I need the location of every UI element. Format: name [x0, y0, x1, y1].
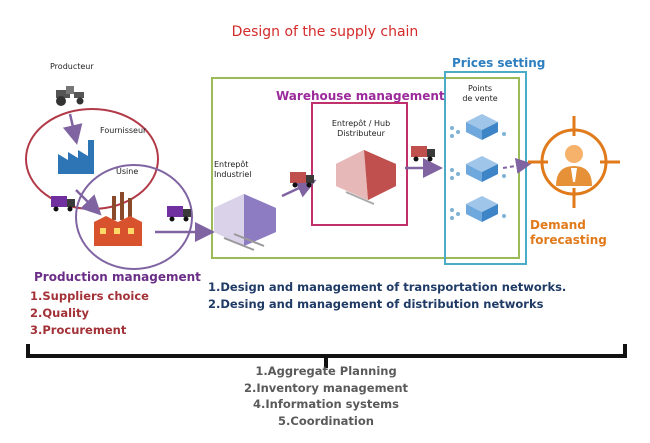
diagram-title: Design of the supply chain: [231, 24, 419, 40]
truck-icon: [290, 172, 314, 188]
store-icon: [466, 114, 498, 140]
production-list: 1.Suppliers choice 2.Quality 3.Procureme…: [30, 288, 149, 339]
factory-icon: [58, 140, 94, 174]
points-de-vente-line1: Points: [467, 84, 493, 93]
overall-list: 1.Aggregate Planning 2.Inventory managem…: [226, 363, 426, 429]
store-icon: [466, 156, 498, 182]
person-target-icon: [528, 116, 620, 208]
demand-forecasting-line1: Demand: [530, 218, 586, 232]
truck-icon: [167, 206, 191, 222]
warehouse-management-label: Warehouse management: [276, 89, 445, 103]
entrepot-industriel-line1: Entrepôt: [214, 160, 249, 169]
truck-icon: [51, 196, 75, 212]
producteur-label: Producteur: [50, 62, 94, 71]
hub-warehouse-icon: [336, 150, 396, 205]
overall-item: 1.Aggregate Planning: [255, 364, 397, 378]
entrepot-hub-label: Entrepôt / Hub Distributeur: [318, 119, 404, 139]
demand-forecasting-label: Demand forecasting: [530, 218, 607, 248]
arrow-producteur-fournisseur: [62, 113, 83, 145]
entrepot-industriel-line2: Industriel: [214, 170, 252, 179]
network-item: 2.Desing and management of distribution …: [208, 297, 544, 311]
points-de-vente-label: Points de vente: [447, 84, 513, 104]
plant-icon: [94, 192, 142, 246]
truck-icon: [411, 146, 435, 162]
usine-circle: [75, 164, 193, 270]
arrow-fournisseur-usine: [75, 189, 102, 216]
hub-box: [311, 102, 408, 226]
network-item: 1.Design and management of transportatio…: [208, 280, 567, 294]
usine-label: Usine: [116, 167, 139, 176]
fournisseur-label: Fournisseur: [100, 126, 147, 135]
arrow-points-demand: [502, 157, 532, 174]
tractor-icon: [56, 86, 84, 106]
entrepot-hub-line1: Entrepôt / Hub: [331, 119, 391, 128]
points-de-vente-line2: de vente: [462, 94, 498, 103]
demand-forecasting-line2: forecasting: [530, 233, 607, 247]
production-item: 3.Procurement: [30, 323, 127, 337]
prices-setting-label: Prices setting: [452, 56, 546, 70]
store-icon: [466, 196, 498, 222]
entrepot-industriel-label: Entrepôt Industriel: [214, 160, 260, 180]
network-list: 1.Design and management of transportatio…: [208, 279, 566, 313]
shoppers-icon: [450, 126, 506, 220]
entrepot-hub-line2: Distributeur: [337, 129, 385, 138]
overall-item: 2.Inventory management: [243, 380, 409, 395]
production-item: 1.Suppliers choice: [30, 289, 149, 303]
overall-bracket: [26, 344, 627, 358]
overall-item: 4.Information systems: [253, 397, 399, 411]
production-management-label: Production management: [34, 270, 201, 284]
overall-item: 5.Coordination: [278, 413, 374, 428]
warehouse-icon: [214, 194, 276, 251]
production-item: 2.Quality: [30, 306, 89, 320]
